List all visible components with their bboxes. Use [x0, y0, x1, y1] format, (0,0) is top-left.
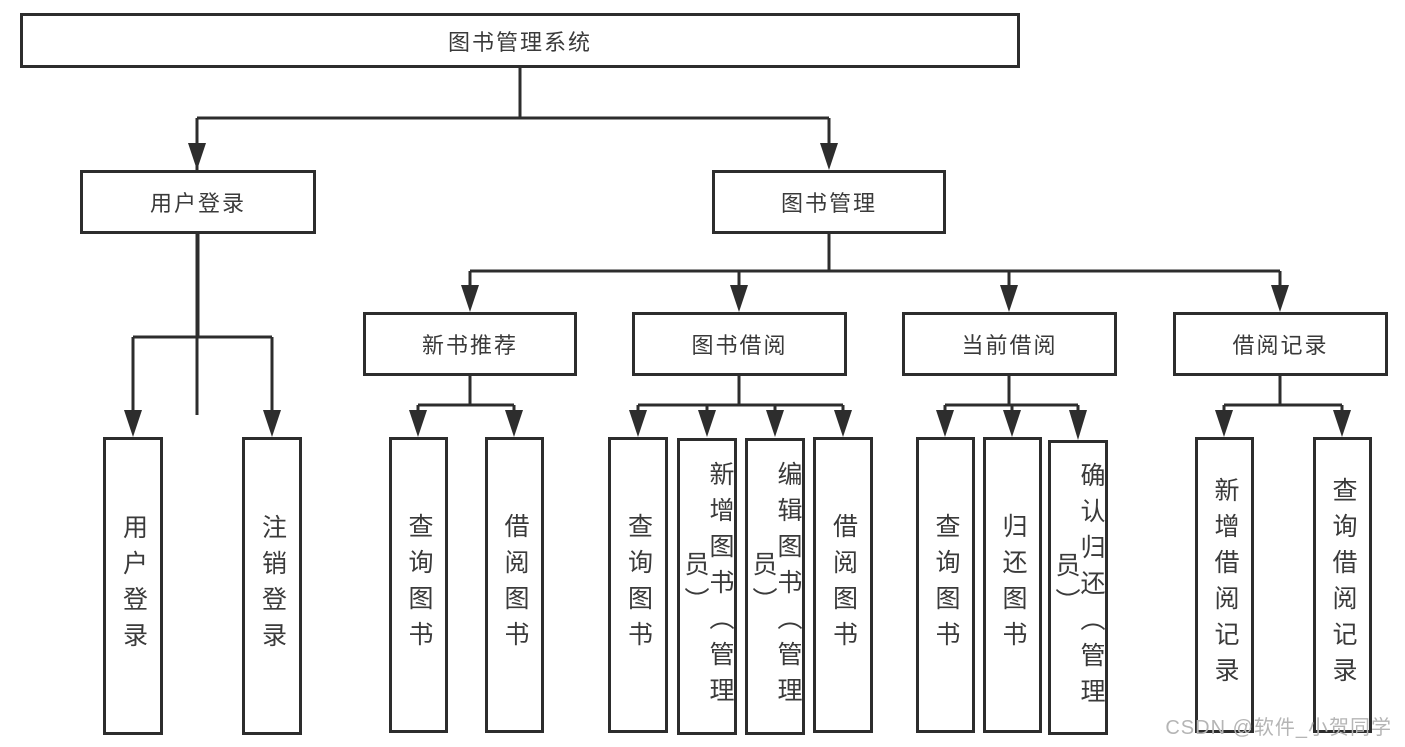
leaf-logout: 注销登录 — [242, 437, 302, 735]
csdn-watermark: CSDN @软件_小贺同学 — [1165, 717, 1392, 739]
leaf-edit-books-admin: 编辑图书（管理员） — [745, 438, 805, 735]
leaf-add-borrow-record: 新增借阅记录 — [1195, 437, 1254, 733]
arrowheads — [124, 143, 1351, 440]
leaf-add-books-admin: 新增图书（管理员） — [677, 438, 737, 735]
node-book-management: 图书管理 — [712, 170, 946, 234]
leaf-borrow-books: 借阅图书 — [813, 437, 873, 733]
leaf-user-login: 用户登录 — [103, 437, 163, 735]
connector-currentborrow-children — [943, 376, 1080, 414]
connector-newbook-children — [416, 376, 516, 414]
node-user-login: 用户登录 — [80, 170, 316, 234]
leaf-query-books-current: 查询图书 — [916, 437, 975, 733]
leaf-query-books-borrow: 查询图书 — [608, 437, 668, 733]
connector-bookmgmt-children — [468, 234, 1282, 290]
node-library-management-system: 图书管理系统 — [20, 13, 1020, 68]
node-book-borrow: 图书借阅 — [632, 312, 847, 376]
leaf-query-borrow-record: 查询借阅记录 — [1313, 437, 1372, 733]
node-new-book-recommend: 新书推荐 — [363, 312, 577, 376]
leaf-query-books-recommend: 查询图书 — [389, 437, 448, 733]
leaf-return-books: 归还图书 — [983, 437, 1042, 733]
connector-bookborrow-children — [636, 376, 845, 414]
connector-root-to-level2 — [195, 68, 831, 415]
node-current-borrow: 当前借阅 — [902, 312, 1117, 376]
leaf-confirm-return-admin: 确认归还（管理员） — [1048, 440, 1108, 735]
connector-borrowrecord-children — [1222, 376, 1344, 414]
connector-userlogin-children — [131, 234, 274, 414]
leaf-borrow-books-recommend: 借阅图书 — [485, 437, 544, 733]
node-borrow-record: 借阅记录 — [1173, 312, 1388, 376]
